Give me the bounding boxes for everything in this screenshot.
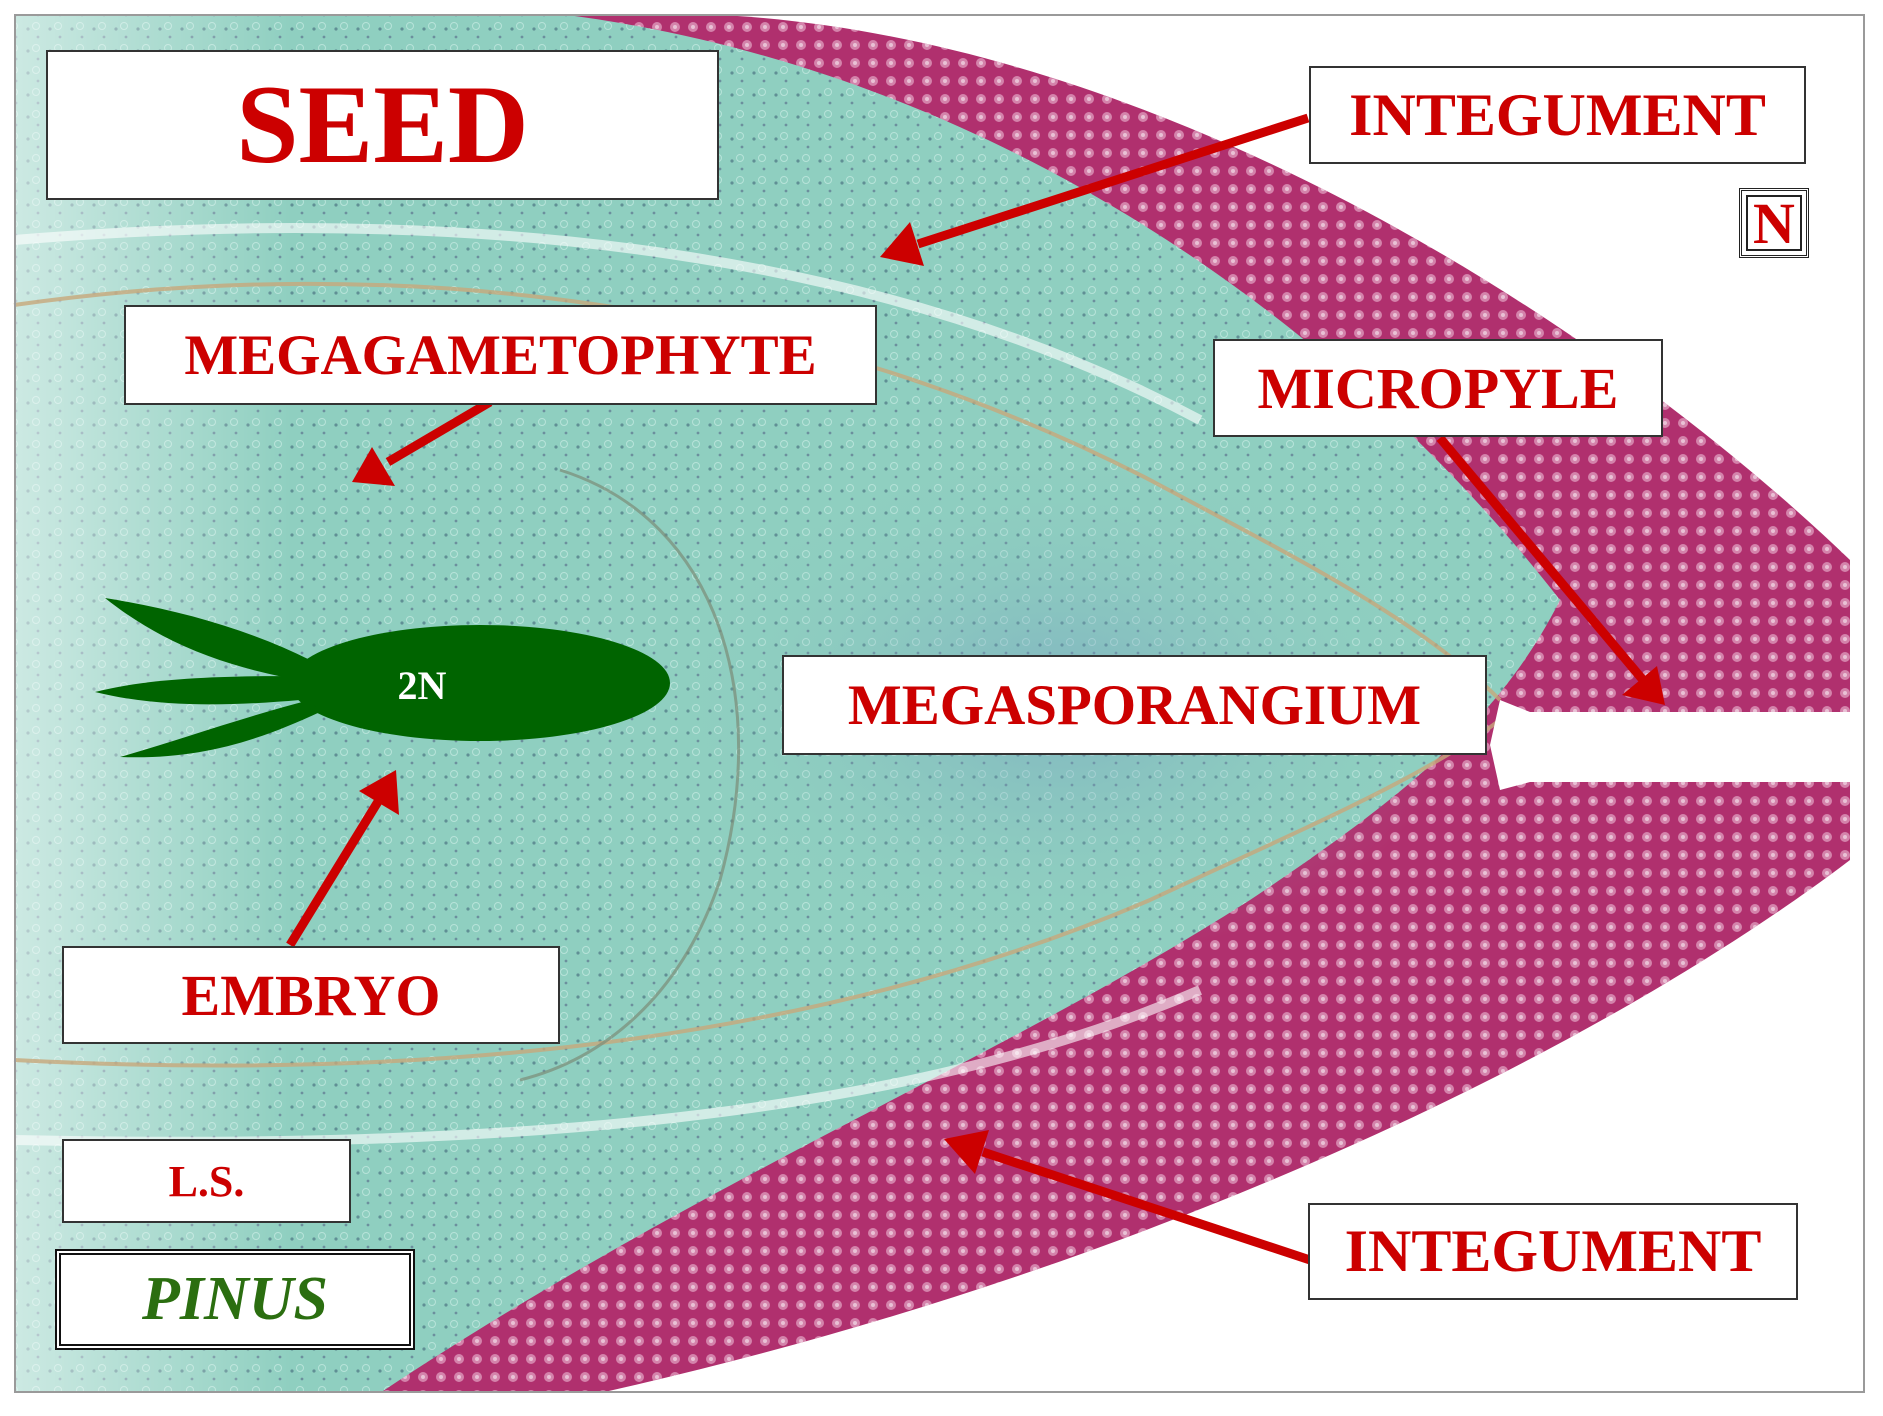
section-type-text: L.S.	[169, 1156, 245, 1207]
genus-label: PINUS	[55, 1249, 415, 1350]
label-megagametophyte-text: MEGAGAMETOPHYTE	[184, 323, 816, 388]
label-megagametophyte: MEGAGAMETOPHYTE	[124, 305, 877, 405]
label-embryo-text: EMBRYO	[182, 962, 441, 1029]
label-integument-bottom: INTEGUMENT	[1308, 1203, 1798, 1300]
label-megasporangium-text: MEGASPORANGIUM	[848, 673, 1421, 738]
label-embryo: EMBRYO	[62, 946, 560, 1044]
label-integument-bottom-text: INTEGUMENT	[1345, 1217, 1762, 1286]
ploidy-n-text: N	[1753, 190, 1795, 257]
label-integument-top-text: INTEGUMENT	[1349, 81, 1766, 150]
label-micropyle: MICROPYLE	[1213, 339, 1663, 437]
ploidy-n-badge: N	[1739, 188, 1809, 258]
slide-title-text: SEED	[236, 61, 529, 190]
micropyle-canal	[1490, 700, 1865, 790]
embryo-ploidy-label: 2N	[372, 662, 472, 709]
label-integument-top: INTEGUMENT	[1309, 66, 1806, 164]
label-micropyle-text: MICROPYLE	[1258, 355, 1619, 422]
slide-title: SEED	[46, 50, 719, 200]
label-megasporangium: MEGASPORANGIUM	[782, 655, 1487, 755]
genus-text: PINUS	[142, 1264, 328, 1335]
section-type-label: L.S.	[62, 1139, 351, 1223]
